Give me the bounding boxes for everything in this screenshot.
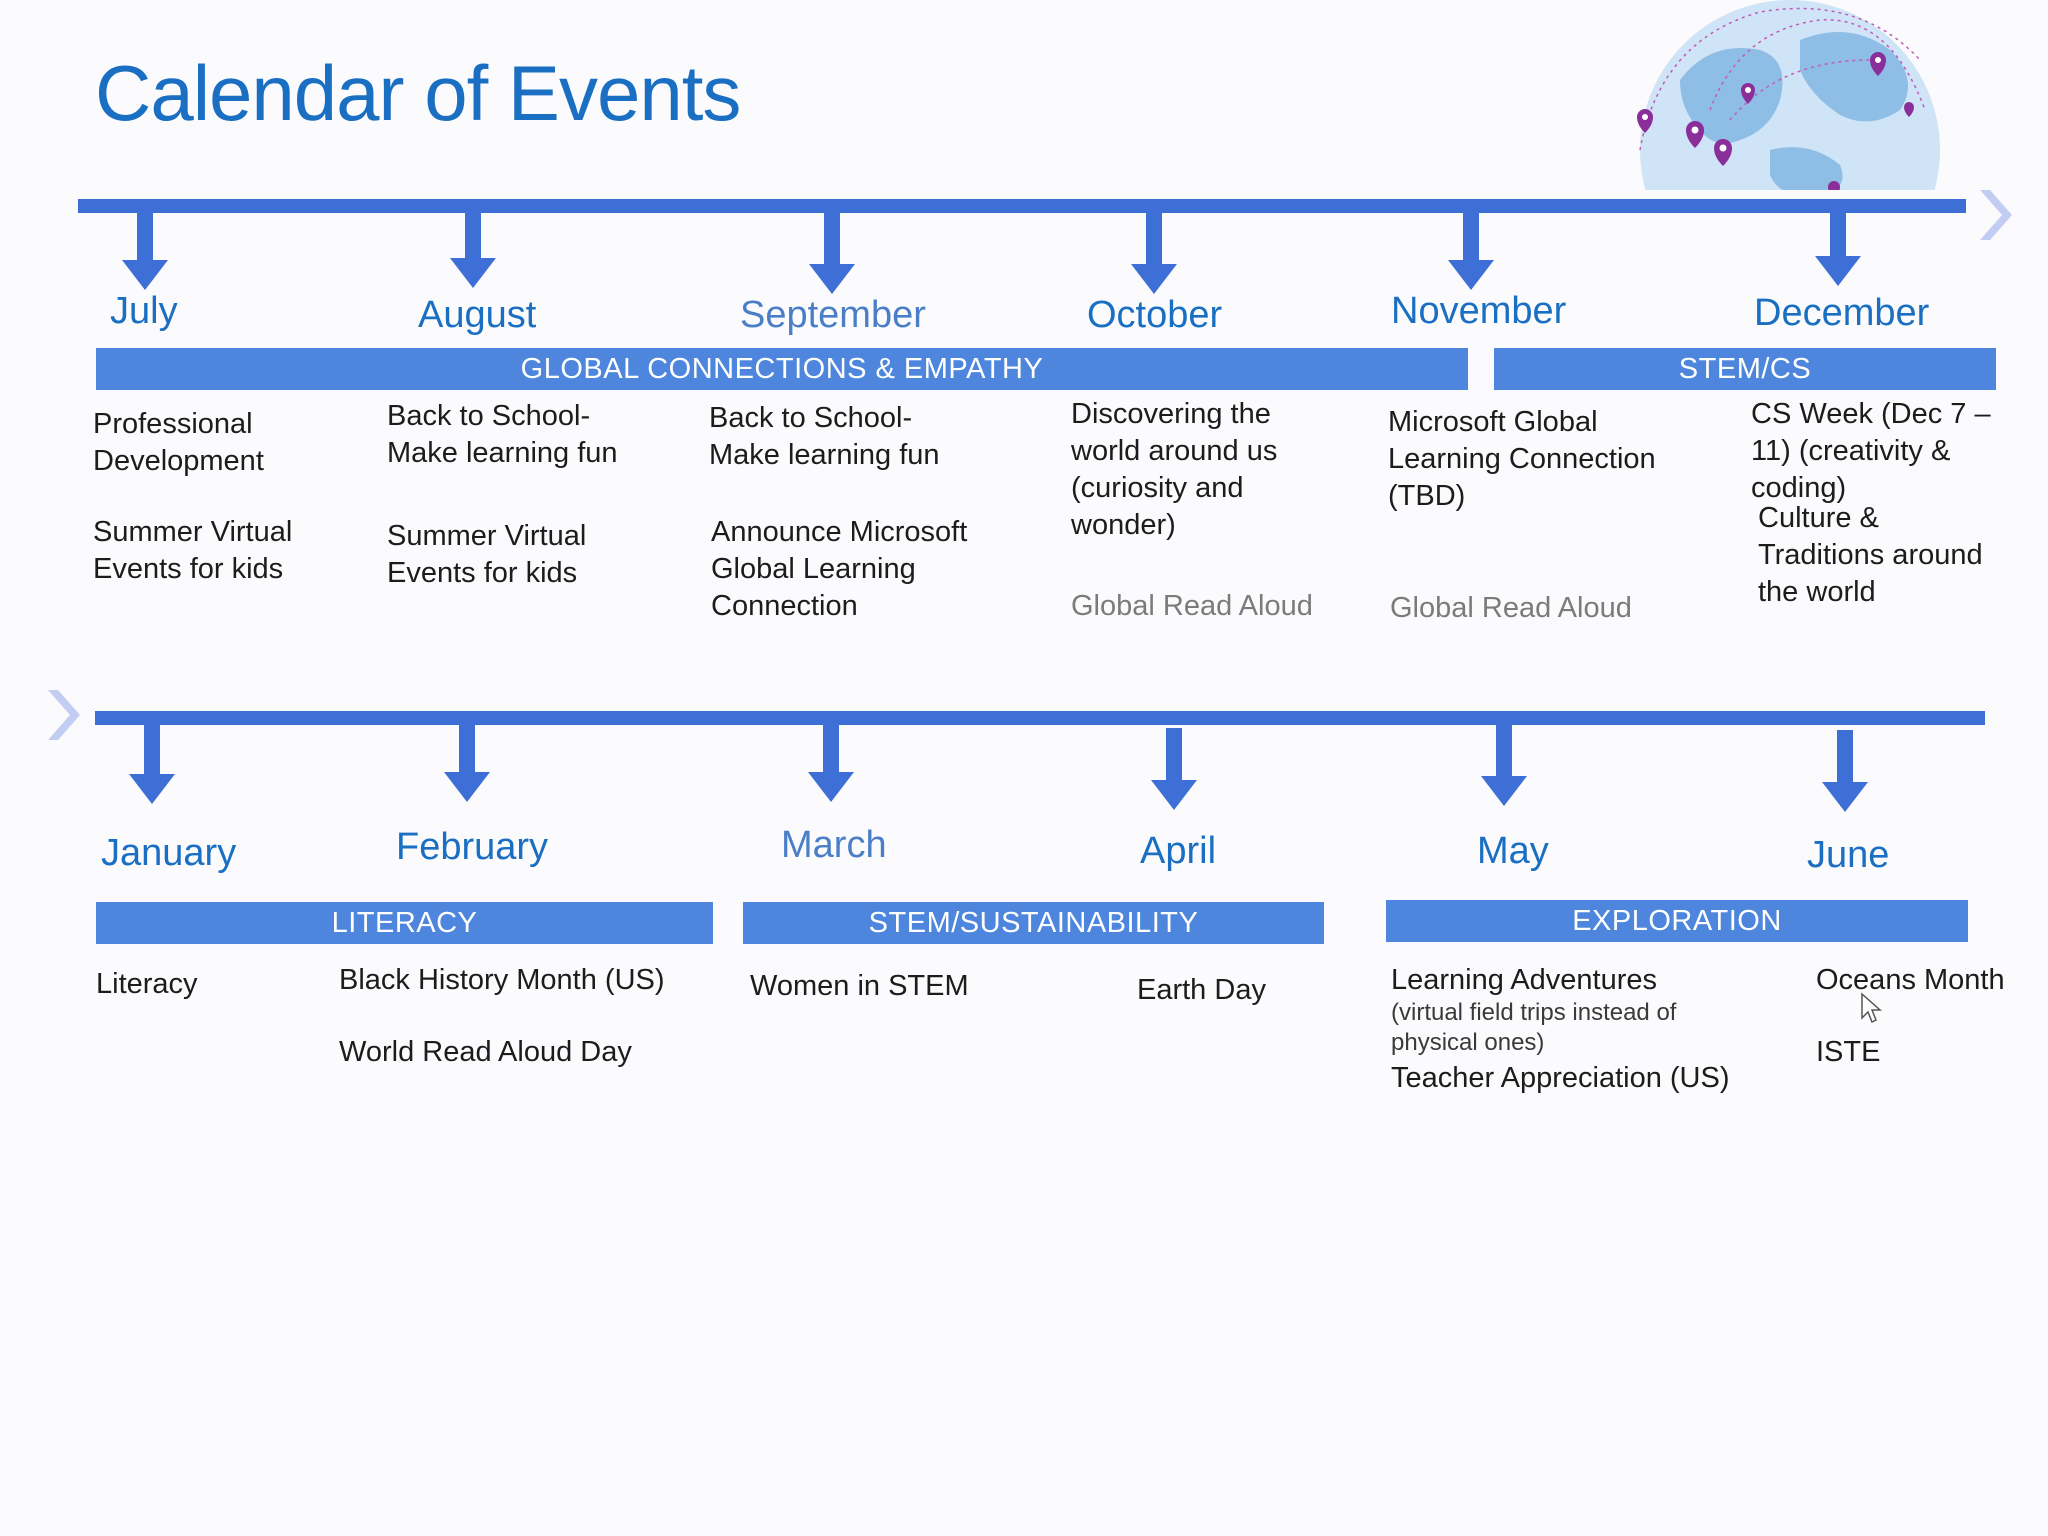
month-november: November — [1391, 290, 1567, 332]
down-arrow-icon — [444, 720, 490, 802]
month-august: August — [418, 294, 537, 336]
event-may-note: (virtual field trips instead of physical… — [1391, 999, 1677, 1056]
event-january-1: Literacy — [96, 968, 198, 1000]
month-january: January — [101, 832, 237, 874]
event-october-1: Discovering the world around us (curiosi… — [1071, 398, 1278, 541]
chevron-right-icon — [1980, 190, 2012, 240]
month-june: June — [1807, 834, 1890, 876]
event-february-2: World Read Aloud Day — [339, 1036, 632, 1068]
month-may: May — [1477, 830, 1549, 872]
down-arrow-icon — [1151, 728, 1197, 810]
globe-map-icon — [1637, 0, 1940, 190]
theme-band-stem-sustainability: STEM/SUSTAINABILITY — [743, 902, 1324, 944]
month-july: July — [110, 290, 178, 332]
down-arrow-icon — [1481, 724, 1527, 806]
month-march: March — [781, 824, 887, 866]
event-february-1: Black History Month (US) — [339, 964, 665, 996]
down-arrow-icon — [129, 722, 175, 804]
down-arrow-icon — [450, 206, 496, 288]
event-july-1: Professional Development — [93, 408, 264, 477]
event-november-2: Global Read Aloud — [1390, 592, 1632, 624]
event-december-1: CS Week (Dec 7 – 11) (creativity & codin… — [1751, 398, 1991, 504]
chevron-right-icon — [48, 690, 80, 740]
event-august-1: Back to School- Make learning fun — [387, 400, 618, 469]
event-may-1: Learning Adventures — [1391, 964, 1658, 996]
event-november-1: Microsoft Global Learning Connection (TB… — [1388, 406, 1656, 512]
theme-band-stem-cs: STEM/CS — [1494, 348, 1996, 390]
month-december: December — [1754, 292, 1930, 334]
down-arrow-icon — [1448, 208, 1494, 290]
down-arrow-icon — [122, 208, 168, 290]
down-arrow-icon — [808, 720, 854, 802]
theme-band-exploration: EXPLORATION — [1386, 900, 1968, 942]
month-february: February — [396, 826, 549, 868]
event-october-2: Global Read Aloud — [1071, 590, 1313, 622]
event-september-1: Back to School- Make learning fun — [709, 402, 940, 471]
theme-band-literacy: LITERACY — [96, 902, 713, 944]
down-arrow-icon — [1131, 212, 1177, 294]
event-april-1: Earth Day — [1137, 974, 1266, 1006]
theme-band-global-connections: GLOBAL CONNECTIONS & EMPATHY — [96, 348, 1468, 390]
down-arrow-icon — [809, 212, 855, 294]
timeline-bar-top — [78, 199, 1966, 213]
event-july-2: Summer Virtual Events for kids — [93, 516, 293, 585]
event-december-2: Culture & Traditions around the world — [1758, 502, 1983, 608]
down-arrow-icon — [1822, 730, 1868, 812]
event-september-2: Announce Microsoft Global Learning Conne… — [711, 516, 968, 622]
event-march-1: Women in STEM — [750, 970, 969, 1002]
timeline-bar-bottom — [95, 711, 1985, 725]
page-title: Calendar of Events — [95, 49, 741, 137]
month-october: October — [1087, 294, 1223, 336]
event-june-2: ISTE — [1816, 1036, 1881, 1068]
down-arrow-icon — [1815, 204, 1861, 286]
event-may-2: Teacher Appreciation (US) — [1391, 1062, 1730, 1094]
month-september: September — [740, 294, 926, 336]
month-april: April — [1140, 830, 1217, 872]
event-august-2: Summer Virtual Events for kids — [387, 520, 587, 589]
event-june-1: Oceans Month — [1816, 964, 2005, 996]
cursor-icon — [1861, 992, 1882, 1024]
